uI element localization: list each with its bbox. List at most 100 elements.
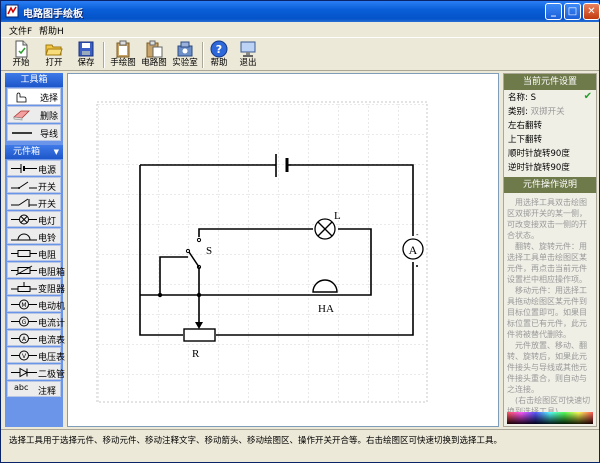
exit-button-label: 退出 [239, 58, 257, 68]
new-button[interactable]: 开始 [6, 39, 36, 70]
close-button[interactable]: ✕ [583, 3, 600, 20]
minimize-button[interactable]: _ [545, 3, 562, 20]
action-flip-horizontal[interactable]: 左右翻转 [508, 121, 543, 131]
lamp-symbol[interactable]: L [314, 210, 341, 240]
ammeter-symbol-icon: A [11, 333, 37, 344]
tool-wire[interactable]: 导线 [7, 124, 61, 141]
bell-label: HA [318, 303, 334, 315]
menu-file[interactable]: 文件F [9, 27, 33, 37]
component-resistor[interactable]: 电阻 [7, 245, 61, 261]
menu-bar: 文件F 帮助H [1, 22, 599, 37]
save-button[interactable]: 保存 [71, 39, 101, 70]
component-lamp[interactable]: 电灯 [7, 211, 61, 227]
component-label: 开关 [38, 200, 57, 210]
component-resistance-box[interactable]: 电阻箱 [7, 262, 65, 278]
tool-delete-label: 删除 [40, 112, 59, 122]
switch-label: S [206, 245, 212, 257]
wires [139, 164, 414, 336]
component-label: 开关 [38, 183, 57, 193]
component-rheostat[interactable]: 变阻器 [7, 279, 65, 295]
help-button-label: 帮助 [210, 58, 228, 68]
action-rotate-ccw[interactable]: 逆时针旋转90度 [508, 163, 570, 173]
action-flip-vertical[interactable]: 上下翻转 [508, 135, 543, 145]
chevron-down-icon: ▼ [53, 148, 59, 156]
drawing-canvas[interactable]: A - L HA S [67, 73, 499, 427]
right-panel: 当前元件设置 名称: S ✔ 类别: 双掷开关 左右翻转 上下翻转 顺时针旋转9… [503, 73, 597, 427]
single-pole-switch-symbol-icon [11, 198, 37, 207]
save-button-label: 保存 [77, 58, 95, 68]
rheostat-symbol[interactable]: R [183, 295, 216, 360]
galvanometer-symbol-icon: G [11, 316, 37, 327]
component-label: 电流计 [38, 319, 66, 329]
circuit-button[interactable]: 电路图 [139, 39, 169, 70]
components-header[interactable]: 元件箱 ▼ [5, 145, 63, 159]
lab-button[interactable]: 实验室 [170, 39, 200, 70]
component-bell[interactable]: 电铃 [7, 228, 61, 244]
open-button[interactable]: 打开 [39, 39, 69, 70]
ammeter-label: A [409, 243, 418, 257]
help-paragraph: 移动元件：用选择工具拖动绘图区某元件到目标位置即可。如果目标位置已有元件，此元件… [507, 286, 587, 339]
tool-select[interactable]: 选择 [7, 88, 61, 105]
help-paragraph: (右击绘图区可快速切换到选择工具) [507, 396, 591, 416]
circuit-button-label: 电路图 [141, 58, 167, 68]
color-palette-shade [507, 412, 593, 424]
component-label: 二极管 [38, 370, 66, 380]
component-spdt-switch[interactable]: 开关 [7, 194, 61, 210]
open-button-label: 打开 [45, 58, 63, 68]
ammeter-terminal-dot [416, 265, 418, 267]
hand-pointer-icon [16, 92, 27, 103]
svg-text:G: G [22, 319, 27, 326]
help-paragraph: 翻转、旋转元件：用选择工具单击绘图区某元件，再点击当前元件设置栏中相应操作项。 [507, 242, 587, 284]
component-label: 电灯 [38, 217, 57, 227]
exit-button[interactable]: 退出 [233, 39, 263, 70]
component-motor[interactable]: M 电动机 [7, 296, 65, 312]
junction-dot [157, 292, 163, 298]
freehand-button[interactable]: 手绘图 [108, 39, 138, 70]
ammeter-symbol[interactable]: A - [402, 231, 424, 267]
new-document-icon [15, 40, 28, 58]
component-diode[interactable]: 二极管 [7, 364, 65, 380]
menu-help[interactable]: 帮助H [39, 27, 64, 37]
grid-background [96, 101, 428, 403]
status-text: 选择工具用于选择元件、移动元件、移动注释文字、移动箭头、移动绘图区、操作开关开合… [9, 436, 503, 446]
component-annotation[interactable]: abc 注释 [7, 381, 61, 397]
save-disk-icon [78, 41, 94, 57]
component-ammeter[interactable]: A 电流表 [7, 330, 65, 346]
motor-symbol-icon: M [11, 299, 37, 310]
component-galvanometer[interactable]: G 电流计 [7, 313, 65, 329]
bell-symbol[interactable]: HA [311, 279, 338, 315]
wire-icon [12, 132, 32, 134]
tool-wire-label: 导线 [40, 130, 59, 140]
component-voltmeter[interactable]: V 电压表 [7, 347, 65, 363]
help-button[interactable]: ? 帮助 [204, 39, 234, 70]
title-bar[interactable]: 电路图手绘板 _ □ ✕ [1, 1, 600, 22]
property-name-value: S [530, 93, 536, 103]
battery-symbol[interactable] [274, 154, 291, 177]
tool-delete[interactable]: 删除 [7, 106, 61, 123]
toolbox-header: 工具箱 [5, 73, 63, 87]
property-type-label: 类别: [508, 107, 528, 117]
switch-symbol[interactable]: S [185, 237, 212, 270]
window-title: 电路图手绘板 [23, 9, 83, 20]
status-bar: 选择工具用于选择元件、移动元件、移动注释文字、移动箭头、移动绘图区、操作开关开合… [1, 429, 599, 462]
svg-text:V: V [22, 353, 27, 360]
action-rotate-cw[interactable]: 顺时针旋转90度 [508, 149, 570, 159]
svg-text:M: M [21, 302, 26, 309]
toolbar: 开始 打开 保存 手绘图 电路图 [1, 37, 599, 71]
property-name-row: 名称: S ✔ [504, 91, 596, 104]
component-switch[interactable]: 开关 [7, 177, 61, 193]
circuit-diagram[interactable]: A - L HA S [68, 74, 499, 427]
variable-resistor-symbol-icon [11, 282, 37, 292]
component-label: 电阻箱 [38, 268, 66, 278]
clipboard-icon [116, 40, 130, 58]
component-label: 电动机 [38, 302, 66, 312]
property-type-value: 双掷开关 [530, 107, 565, 117]
left-panel: 工具箱 选择 删除 导线 元件箱 ▼ 电源 [5, 73, 65, 427]
component-battery[interactable]: 电源 [7, 160, 61, 176]
lamp-symbol-icon [11, 214, 37, 225]
color-palette[interactable] [507, 412, 593, 424]
component-label: 电阻 [38, 251, 57, 261]
property-name-label: 名称: [508, 93, 528, 103]
lab-button-label: 实验室 [172, 58, 198, 68]
maximize-button[interactable]: □ [564, 3, 581, 20]
